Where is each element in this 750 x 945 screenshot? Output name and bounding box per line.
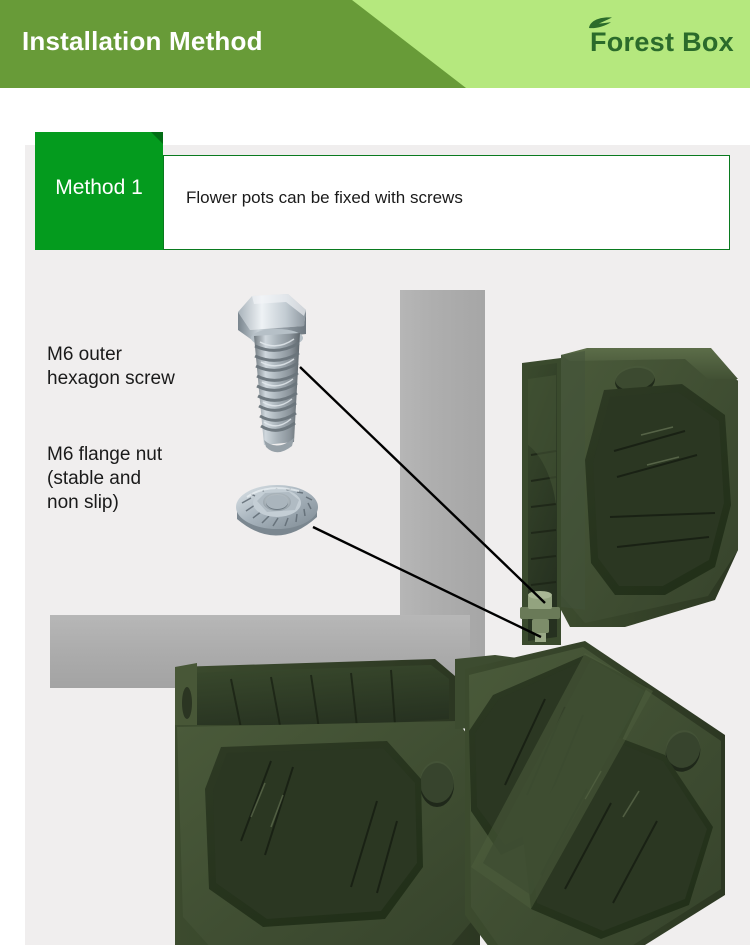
method-tab-label: Method 1 xyxy=(55,176,143,199)
page-header: Installation Method Forest Box xyxy=(0,0,750,88)
installation-diagram: M6 outer hexagon screw M6 flange nut (st… xyxy=(25,255,750,945)
label-flange-nut-line1: M6 flange nut xyxy=(47,444,163,465)
label-hex-screw: M6 outer hexagon screw xyxy=(47,343,257,391)
leaf-icon xyxy=(588,17,612,29)
method-strip: Method 1 Flower pots can be fixed with s… xyxy=(35,132,735,250)
hex-bolt-icon xyxy=(238,294,306,453)
page-title: Installation Method xyxy=(22,26,263,56)
label-hex-screw-line1: M6 outer xyxy=(47,344,122,365)
label-flange-nut: M6 flange nut (stable and non slip) xyxy=(47,443,257,515)
brand-text: Forest Box xyxy=(589,27,734,57)
planter-box xyxy=(522,348,738,645)
planter-box xyxy=(175,659,480,945)
corner-fold-icon xyxy=(151,132,163,144)
label-flange-nut-line2: (stable and xyxy=(47,468,142,489)
brand-name: Forest Box xyxy=(588,17,734,58)
flange-nut-icon xyxy=(236,485,318,536)
planter-group xyxy=(175,348,738,945)
method-description-text: Flower pots can be fixed with screws xyxy=(186,188,463,207)
brand-logo: Forest Box xyxy=(588,17,734,58)
method-tab[interactable]: Method 1 xyxy=(35,132,163,250)
label-hex-screw-line2: hexagon screw xyxy=(47,368,175,389)
planter-box xyxy=(455,641,725,945)
label-flange-nut-line3: non slip) xyxy=(47,492,119,513)
method-description-box: Flower pots can be fixed with screws xyxy=(163,155,730,250)
